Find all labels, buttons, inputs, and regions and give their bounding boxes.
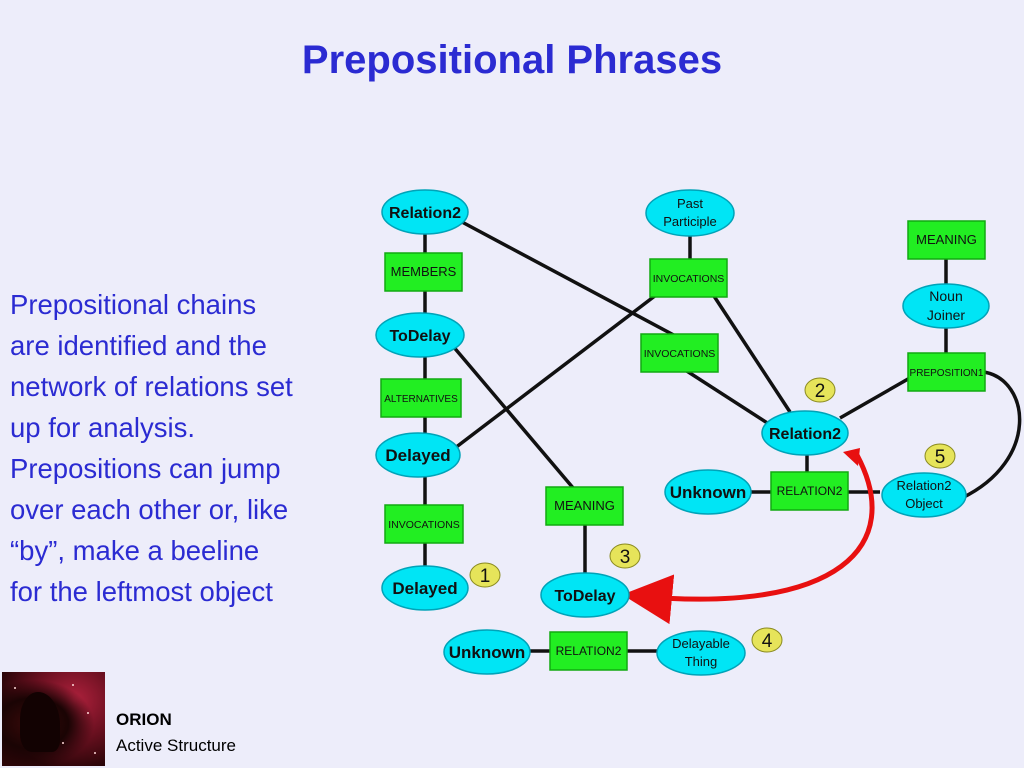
box-alternatives: ALTERNATIVES: [380, 378, 462, 418]
logo-subtitle: Active Structure: [116, 736, 236, 755]
box-members: MEMBERS: [384, 252, 463, 292]
beeline-arrow-head-start: [843, 448, 860, 466]
svg-text:PREPOSITION1: PREPOSITION1: [910, 368, 984, 379]
svg-text:Relation2: Relation2: [897, 478, 952, 493]
edge: [461, 220, 684, 342]
star: [87, 712, 89, 714]
body-line: up for analysis.: [10, 412, 195, 443]
svg-text:Delayable: Delayable: [672, 636, 730, 651]
oval-todelay-bottom: ToDelay: [540, 572, 630, 618]
oval-todelay-top: ToDelay: [375, 312, 465, 358]
svg-text:ALTERNATIVES: ALTERNATIVES: [384, 394, 458, 405]
svg-text:Relation2: Relation2: [389, 205, 461, 222]
beeline-arrow: [622, 453, 875, 625]
box-meaning-bottom: MEANING: [545, 486, 624, 526]
oval-delayed-mid: Delayed: [375, 432, 461, 478]
oval-past-participle: Past Participle: [645, 189, 735, 237]
svg-text:1: 1: [480, 566, 491, 587]
horsehead-silhouette: [20, 692, 60, 752]
svg-text:5: 5: [935, 447, 946, 468]
box-relation2-bottom: RELATION2: [549, 631, 628, 671]
body-line: Prepositions can jump: [10, 453, 281, 484]
edge: [450, 343, 587, 504]
svg-text:4: 4: [762, 631, 773, 652]
svg-text:3: 3: [620, 547, 631, 568]
badge-3: 3: [609, 543, 641, 569]
svg-text:MEMBERS: MEMBERS: [391, 264, 457, 279]
slide-title: Prepositional Phrases: [301, 38, 723, 82]
edge: [961, 370, 1022, 500]
star: [14, 687, 16, 689]
edge: [453, 290, 662, 450]
star: [94, 752, 96, 754]
svg-text:RELATION2: RELATION2: [777, 484, 843, 498]
svg-text:RELATION2: RELATION2: [556, 644, 622, 658]
svg-text:MEANING: MEANING: [554, 498, 615, 513]
oval-delayable-thing: Delayable Thing: [656, 630, 746, 676]
star: [72, 684, 74, 686]
badge-2: 2: [804, 377, 836, 403]
oval-delayed-bottom: Delayed: [381, 565, 469, 611]
body-line: Prepositional chains: [10, 289, 257, 320]
badge-5: 5: [924, 443, 956, 469]
star: [62, 742, 64, 744]
svg-text:Delayed: Delayed: [392, 579, 457, 598]
svg-text:Unknown: Unknown: [670, 483, 747, 502]
svg-text:Delayed: Delayed: [385, 446, 450, 465]
box-invocations-top: INVOCATIONS: [649, 258, 728, 298]
badge-4: 4: [751, 627, 783, 653]
box-meaning-right: MEANING: [907, 220, 986, 260]
oval-relation2-right: Relation2: [761, 410, 849, 456]
svg-text:INVOCATIONS: INVOCATIONS: [644, 348, 716, 360]
body-line: over each other or, like: [10, 494, 289, 525]
svg-text:Participle: Participle: [663, 214, 716, 229]
edge: [708, 289, 792, 413]
svg-text:ToDelay: ToDelay: [554, 588, 615, 605]
svg-text:Joiner: Joiner: [927, 307, 965, 323]
svg-text:INVOCATIONS: INVOCATIONS: [388, 519, 460, 531]
body-line: “by”, make a beeline: [10, 535, 260, 566]
body-text: Prepositional chains are identified and …: [10, 284, 370, 612]
svg-text:MEANING: MEANING: [916, 232, 977, 247]
svg-text:Noun: Noun: [929, 288, 962, 304]
svg-text:Thing: Thing: [685, 654, 718, 669]
box-invocations-left: INVOCATIONS: [384, 504, 464, 544]
oval-noun-joiner: Noun Joiner: [902, 283, 990, 329]
body-line: network of relations set: [10, 371, 293, 402]
box-relation2-right: RELATION2: [770, 471, 849, 511]
oval-unknown-bottom: Unknown: [443, 629, 531, 675]
edge: [678, 364, 773, 428]
oval-relation2-top: Relation2: [381, 189, 469, 235]
edge: [839, 373, 916, 420]
body-line: are identified and the: [10, 330, 267, 361]
svg-text:Past: Past: [677, 196, 703, 211]
box-preposition1: PREPOSITION1: [907, 352, 986, 392]
svg-text:Object: Object: [905, 496, 943, 511]
logo-title: ORION: [116, 710, 172, 729]
box-invocations-mid: INVOCATIONS: [640, 333, 719, 373]
badge-1: 1: [469, 562, 501, 588]
svg-text:ToDelay: ToDelay: [389, 328, 450, 345]
svg-text:Relation2: Relation2: [769, 426, 841, 443]
horsehead-nebula-logo: [2, 672, 105, 766]
svg-text:INVOCATIONS: INVOCATIONS: [653, 273, 725, 285]
body-line: for the leftmost object: [10, 576, 273, 607]
svg-text:Unknown: Unknown: [449, 643, 526, 662]
svg-text:2: 2: [815, 381, 826, 402]
oval-relation2-object: Relation2 Object: [881, 472, 967, 518]
oval-unknown-right: Unknown: [664, 469, 752, 515]
